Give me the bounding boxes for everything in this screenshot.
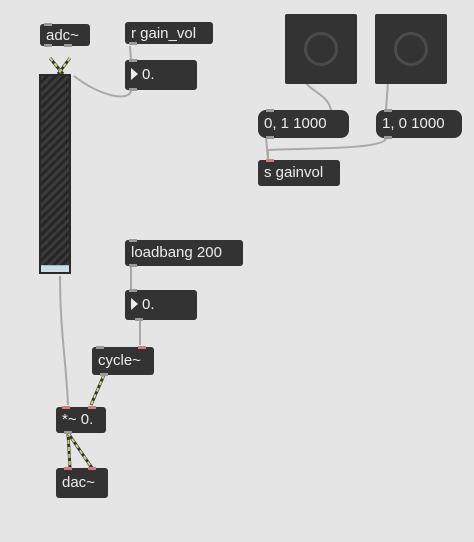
cycle-object[interactable]: cycle~ xyxy=(92,346,154,376)
cycle-inlet-right[interactable] xyxy=(138,346,146,349)
gain-slider-knob[interactable] xyxy=(41,265,69,272)
circle-button-icon xyxy=(304,32,338,66)
loadbang-label: loadbang 200 xyxy=(131,244,222,261)
adc-inlet[interactable] xyxy=(44,23,52,26)
multiply-label: *~ 0. xyxy=(62,411,94,428)
send-gain-inlet[interactable] xyxy=(266,159,274,162)
cycle-label: cycle~ xyxy=(98,352,141,369)
adc-object[interactable]: adc~ xyxy=(40,23,90,47)
number-mid-inlet[interactable] xyxy=(129,289,137,292)
loadbang-object[interactable]: loadbang 200 xyxy=(125,239,243,267)
dac-inlet-right[interactable] xyxy=(88,467,96,470)
dac-inlet-left[interactable] xyxy=(64,467,72,470)
cycle-outlet[interactable] xyxy=(100,373,108,376)
message-fade-down-outlet[interactable] xyxy=(384,136,392,139)
multiply-inlet-left[interactable] xyxy=(62,406,70,409)
send-gain-label: s gainvol xyxy=(264,164,324,181)
loadbang-inlet[interactable] xyxy=(129,239,137,242)
dac-object[interactable]: dac~ xyxy=(56,467,108,498)
circle-button-right[interactable] xyxy=(375,14,447,84)
dac-label: dac~ xyxy=(62,474,95,491)
message-fade-up-inlet[interactable] xyxy=(266,109,274,112)
circle-button-left[interactable] xyxy=(285,14,357,84)
message-fade-down-inlet[interactable] xyxy=(384,109,392,112)
number-top-inlet[interactable] xyxy=(129,59,137,62)
number-mid-value: 0. xyxy=(142,296,155,313)
message-fade-down[interactable]: 1, 0 1000 xyxy=(376,109,462,139)
message-fade-up[interactable]: 0, 1 1000 xyxy=(258,109,349,139)
send-gain-object[interactable]: s gainvol xyxy=(258,159,340,186)
number-arrow-icon xyxy=(131,68,138,80)
circle-button-icon xyxy=(394,32,428,66)
adc-outlet-left[interactable] xyxy=(44,44,52,47)
number-mid-outlet[interactable] xyxy=(135,318,143,321)
number-arrow-icon xyxy=(131,298,138,310)
loadbang-outlet[interactable] xyxy=(129,264,137,267)
message-fade-up-label: 0, 1 1000 xyxy=(264,115,327,132)
cycle-inlet-left[interactable] xyxy=(96,346,104,349)
multiply-object[interactable]: *~ 0. xyxy=(56,406,106,434)
message-fade-up-outlet[interactable] xyxy=(266,136,274,139)
receive-gain-object[interactable]: r gain_vol xyxy=(125,22,213,45)
adc-outlet-right[interactable] xyxy=(64,44,72,47)
number-top-value: 0. xyxy=(142,66,155,83)
gain-slider[interactable] xyxy=(39,74,71,274)
multiply-inlet-right[interactable] xyxy=(88,406,96,409)
number-box-mid[interactable]: 0. xyxy=(125,289,197,321)
receive-gain-label: r gain_vol xyxy=(131,25,197,42)
message-fade-down-label: 1, 0 1000 xyxy=(382,115,445,132)
receive-gain-outlet[interactable] xyxy=(129,42,137,45)
number-top-outlet[interactable] xyxy=(129,88,137,91)
multiply-outlet[interactable] xyxy=(64,431,72,434)
number-box-top[interactable]: 0. xyxy=(125,59,197,91)
adc-label: adc~ xyxy=(46,27,79,44)
